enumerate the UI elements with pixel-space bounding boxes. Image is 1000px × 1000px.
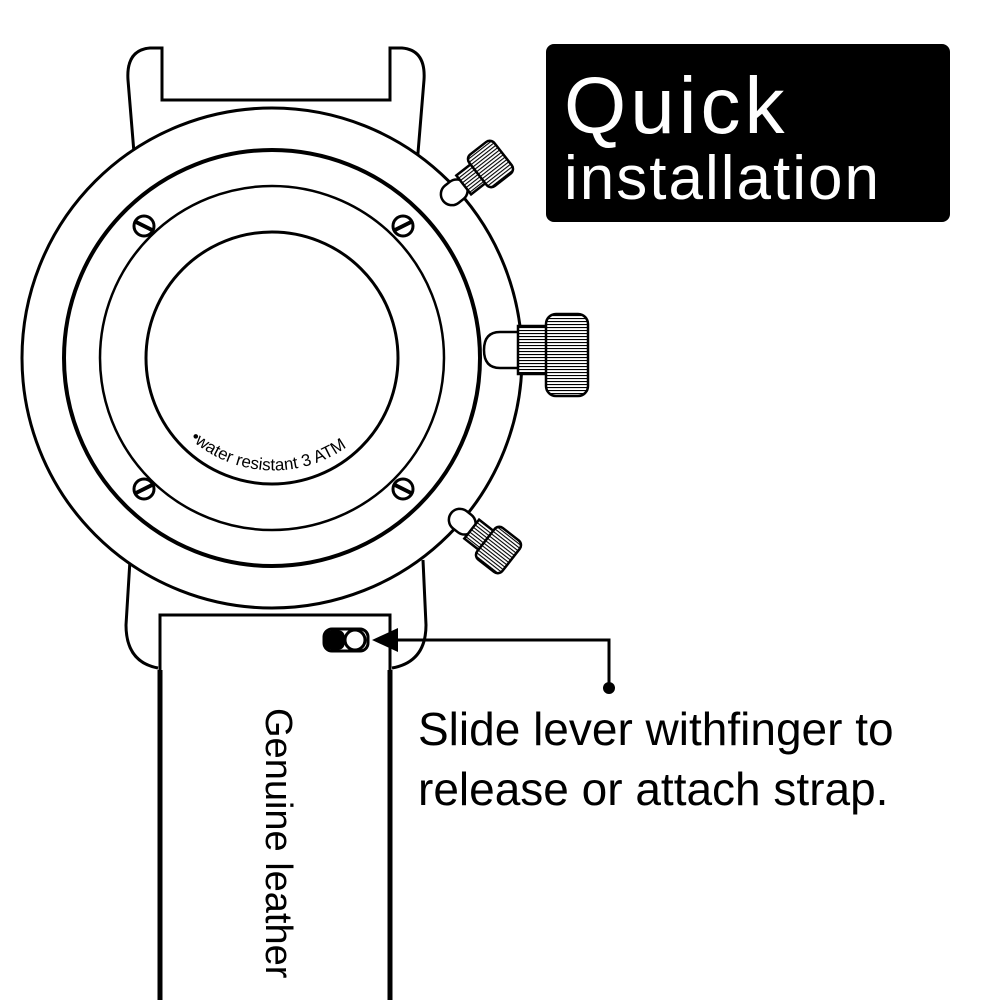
caption-line2: release or attach strap. [418,763,889,815]
quick-release-lever-icon [322,627,370,653]
caption-line1: Slide lever withfinger to [418,703,894,755]
title-line2: installation [564,144,881,213]
strap-label: Genuine leather [257,708,299,979]
pointer-arrow-icon [372,628,615,694]
upper-lugs [126,46,426,166]
strap [157,613,393,1000]
title-box: Quick installation [546,44,950,222]
crown-icon [482,312,590,398]
pusher-icon [439,139,515,207]
screw-icon [132,214,415,501]
title-line1: Quick [564,61,789,150]
lower-lugs [124,559,428,670]
pusher-icon [447,507,523,575]
